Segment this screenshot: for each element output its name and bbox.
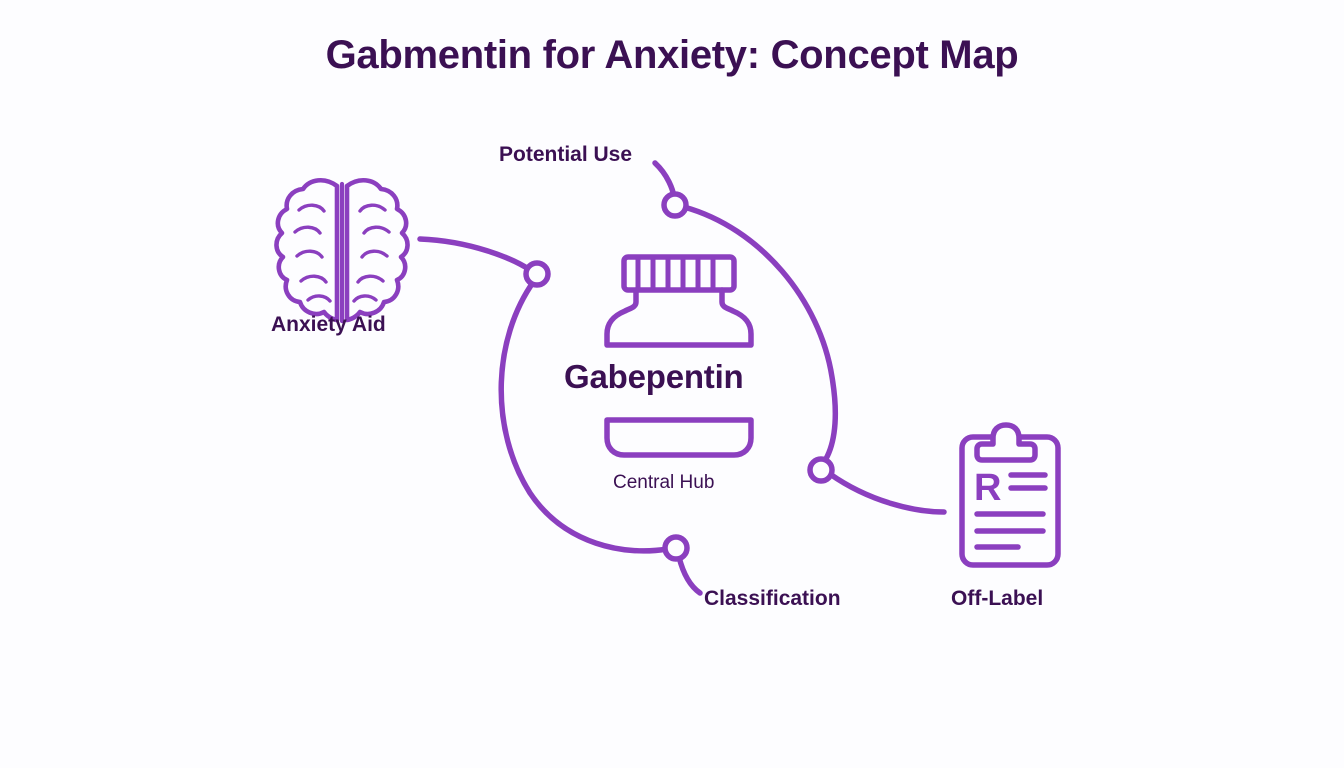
connector-dot-bottom[interactable] — [662, 534, 690, 562]
page-title: Gabmentin for Anxiety: Concept Map — [325, 33, 1019, 77]
connector-dot-right[interactable] — [807, 456, 835, 484]
arc-left — [498, 278, 670, 554]
prescription-clipboard-icon[interactable]: R — [959, 422, 1061, 568]
arc-right — [681, 204, 839, 465]
node-label-off-label: Off-Label — [951, 587, 1044, 610]
pill-bottle-icon[interactable] — [604, 254, 754, 458]
node-label-anxiety-aid: Anxiety Aid — [271, 313, 386, 336]
node-label-classification: Classification — [704, 587, 841, 610]
hub-title: Gabepentin — [564, 358, 744, 395]
connector-dot-left[interactable] — [523, 260, 551, 288]
link-node-to-clipboard — [827, 471, 947, 515]
link-node-to-classification — [676, 554, 703, 596]
connector-dot-top[interactable] — [661, 191, 689, 219]
node-label-potential-use: Potential Use — [499, 143, 633, 166]
rx-letter: R — [974, 467, 1001, 509]
brain-icon[interactable] — [274, 178, 410, 324]
link-brain-to-node — [417, 236, 533, 273]
hub-sub-label: Central Hub — [613, 472, 715, 493]
